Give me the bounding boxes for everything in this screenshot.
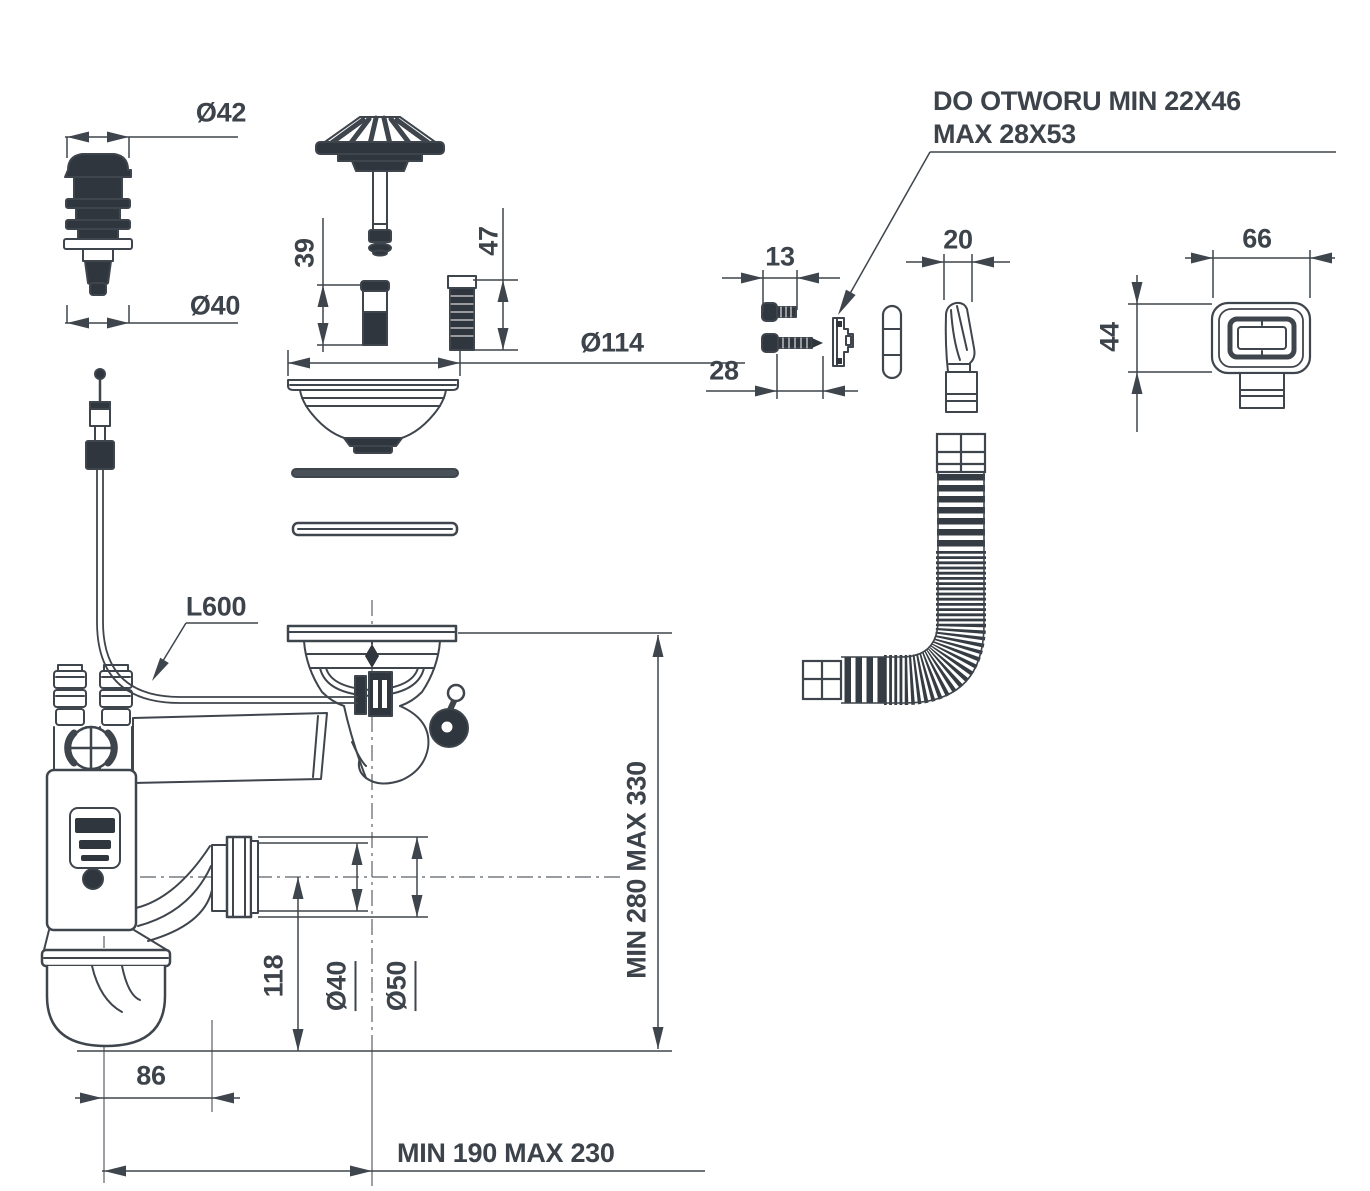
overflow-gasket	[881, 304, 903, 380]
pull-cable-part	[85, 368, 358, 704]
overflow-cover-part	[1210, 301, 1312, 409]
dim-strainer-screw-short: 39	[289, 238, 320, 268]
fixing-sleeve-short	[360, 280, 390, 346]
overflow-bracket	[832, 317, 854, 367]
dimension-lines	[65, 136, 1336, 1172]
dim-siphon-nut-dia: Ø50	[381, 960, 417, 1012]
dim-cable-length: L600	[185, 591, 247, 622]
popup-knob-part	[63, 153, 133, 296]
flex-hose-part	[801, 432, 987, 705]
dim-strainer-screw-long: 47	[473, 226, 504, 256]
cleanout-cap	[64, 725, 118, 771]
part-outlines	[40, 115, 1312, 1048]
dim-strainer-flange-dia: Ø114	[580, 327, 644, 358]
dimension-arrows	[67, 131, 1332, 1177]
dim-overflow-screw-short: 13	[765, 241, 795, 272]
dim-overflow-cover-height: 44	[1094, 322, 1125, 352]
overflow-screw-long	[761, 333, 823, 353]
dim-overflow-screw-long: 28	[709, 355, 739, 386]
siphon-body-part	[40, 664, 259, 1048]
overflow-elbow-part	[944, 301, 978, 413]
gasket-lower	[291, 521, 459, 537]
dim-overflow-cover-width: 66	[1242, 223, 1272, 254]
flange-bowl-part	[287, 379, 459, 454]
fixing-sleeve-long	[447, 275, 477, 351]
dim-knob-top-dia: Ø42	[195, 97, 247, 128]
overflow-screw-short	[761, 302, 797, 322]
callout-line-1: DO OTWORU MIN 22X46	[933, 86, 1241, 116]
brand-label	[69, 807, 121, 869]
callout-hole-size: DO OTWORU MIN 22X46 MAX 28X53	[933, 85, 1241, 151]
dim-siphon-trap-depth: 118	[258, 954, 289, 998]
waste-tube-part	[132, 712, 328, 784]
dim-siphon-trap-offset: 86	[136, 1060, 166, 1091]
dim-knob-bottom-dia: Ø40	[189, 290, 241, 321]
callout-line-2: MAX 28X53	[933, 119, 1076, 149]
outlet-elbow-pipe	[135, 835, 259, 942]
hose-nipples	[53, 664, 133, 726]
gasket-upper	[291, 468, 459, 478]
dim-siphon-reach-range: MIN 190 MAX 230	[397, 1138, 615, 1168]
dim-siphon-height-range: MIN 280 MAX 330	[621, 761, 652, 979]
strainer-basket-part	[315, 115, 445, 257]
dim-overflow-elbow-width: 20	[943, 224, 973, 255]
dim-siphon-outlet-dia: Ø40	[321, 960, 357, 1012]
siphon-cup	[40, 929, 172, 1048]
